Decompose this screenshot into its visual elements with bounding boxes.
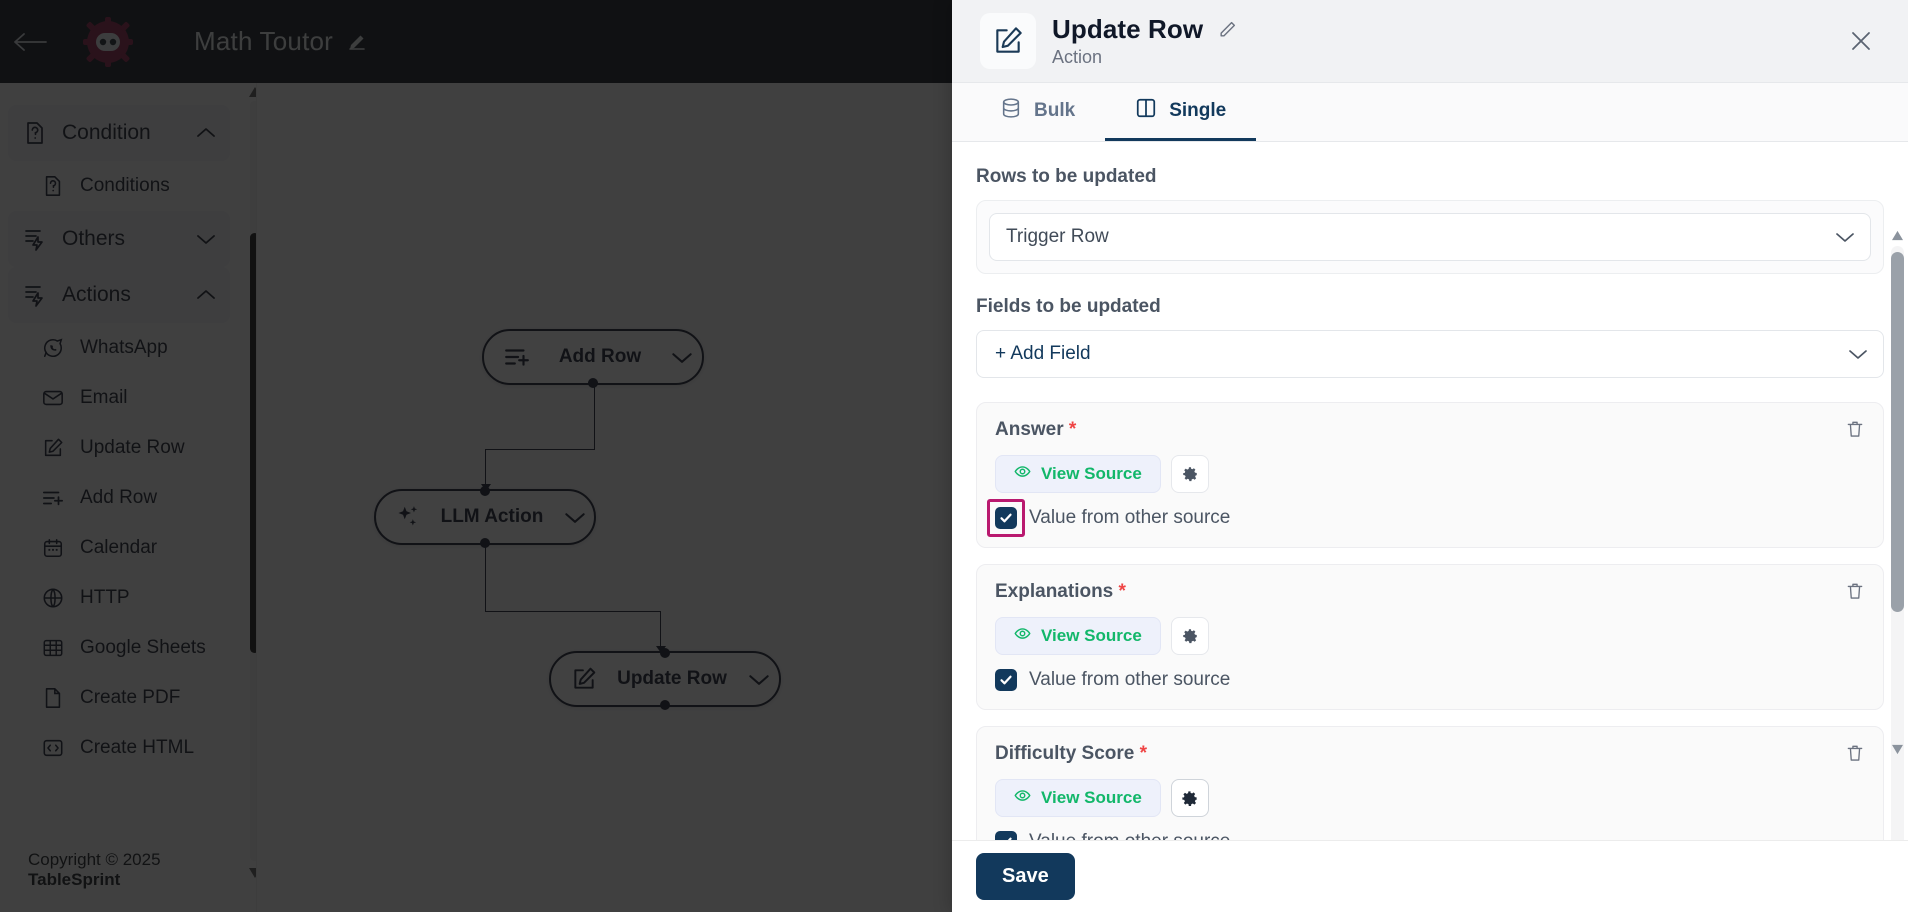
view-source-label: View Source [1041,788,1142,807]
gear-icon[interactable] [1170,617,1209,655]
field-name: Answer [995,419,1064,440]
field-card-actions: View Source [995,617,1865,655]
panel-scroll-down-icon[interactable] [1891,742,1904,760]
field-card-difficulty-score: Difficulty Score * View Source [976,726,1884,840]
columns-icon [1135,97,1157,124]
value-from-other-source-row: Value from other source [987,499,1865,537]
field-card-title: Explanations * [995,581,1865,603]
trash-icon[interactable] [1845,581,1865,601]
value-from-other-source-checkbox[interactable] [995,507,1017,529]
view-source-label: View Source [1041,626,1142,645]
view-source-button[interactable]: View Source [995,455,1161,493]
field-name: Explanations [995,581,1114,602]
panel-body-inner: Rows to be updated Trigger Row Fields to… [952,142,1908,840]
trash-icon[interactable] [1845,419,1865,439]
view-source-button[interactable]: View Source [995,779,1161,817]
gear-icon[interactable] [1170,455,1209,493]
panel-title: Update Row [1052,14,1204,44]
field-card-actions: View Source [995,455,1865,493]
tab-bulk[interactable]: Bulk [970,83,1105,141]
rows-to-be-updated-box: Trigger Row [976,200,1884,274]
view-source-button[interactable]: View Source [995,617,1161,655]
tab-single[interactable]: Single [1105,83,1257,141]
tab-label: Bulk [1034,99,1076,121]
required-marker: * [1139,743,1148,764]
eye-icon [1014,625,1031,647]
value-from-other-source-row: Value from other source [995,831,1865,840]
panel-header: Update Row Action [952,0,1908,83]
required-marker: * [1068,419,1077,440]
trash-icon[interactable] [1845,743,1865,763]
panel-tabs: Bulk Single [952,83,1908,142]
add-field-button[interactable]: + Add Field [976,330,1884,378]
value-from-other-source-row: Value from other source [995,669,1865,691]
panel-footer: Save [952,840,1908,912]
update-row-panel: Update Row Action Bulk [952,0,1908,912]
database-icon [1000,97,1022,124]
gear-icon[interactable] [1170,779,1209,817]
field-card-title: Answer * [995,419,1865,441]
view-source-label: View Source [1041,464,1142,483]
value-from-other-source-checkbox[interactable] [995,669,1017,691]
panel-body: Rows to be updated Trigger Row Fields to… [952,142,1908,840]
rows-select[interactable]: Trigger Row [989,213,1871,261]
field-card-explanations: Explanations * View Source [976,564,1884,710]
chevron-down-icon[interactable] [1849,348,1867,360]
eye-icon [1014,463,1031,485]
rows-section-label: Rows to be updated [976,166,1157,187]
close-icon[interactable] [1848,28,1874,54]
eye-icon [1014,787,1031,809]
checkbox-label: Value from other source [1029,507,1231,528]
checkbox-label: Value from other source [1029,831,1230,840]
rows-select-value: Trigger Row [1006,226,1109,247]
field-card-answer: Answer * View Source [976,402,1884,548]
field-card-actions: View Source [995,779,1865,817]
checkbox-label: Value from other source [1029,669,1231,690]
panel-header-text: Update Row Action [1052,14,1237,68]
tab-label: Single [1169,99,1227,121]
fields-section-label: Fields to be updated [976,296,1161,317]
panel-subtitle: Action [1052,47,1103,67]
field-name: Difficulty Score [995,743,1135,764]
panel-scrollbar-thumb[interactable] [1891,252,1904,612]
panel-scroll-up-icon[interactable] [1891,228,1904,246]
value-from-other-source-checkbox[interactable] [995,831,1017,840]
chevron-down-icon[interactable] [1836,231,1854,243]
required-marker: * [1118,581,1126,602]
pencil-icon[interactable] [1217,20,1237,40]
add-field-label: + Add Field [995,343,1091,364]
field-card-title: Difficulty Score * [995,743,1865,765]
pencil-square-icon [980,13,1036,69]
save-button[interactable]: Save [976,853,1075,900]
